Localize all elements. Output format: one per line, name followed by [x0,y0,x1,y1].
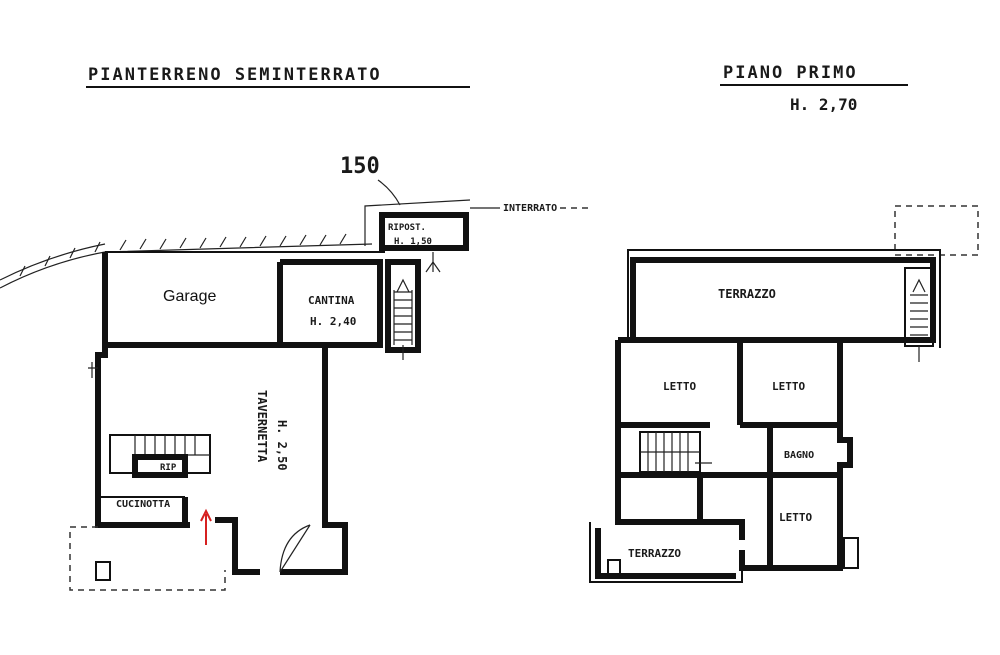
taverna-bottom-wall [215,517,260,575]
first-floor-height: H. 2,70 [790,95,857,114]
level-note: 150 [340,154,380,179]
terrazzo-bottom-outer [589,522,743,583]
terrazzo-bottom-label: TERRAZZO [628,547,681,560]
section-mark-left [88,362,98,378]
entry-arrow-head [200,508,212,522]
cucina-label: CUCINOTTA [116,499,170,510]
first-floor-stair-treads [640,432,700,472]
ripost-height: H. 1,50 [394,237,432,247]
taverna-left-wall [95,345,190,528]
taverna-door-swing [279,524,311,573]
terrazzo-stair-treads [910,294,928,336]
letto-3-label: LETTO [779,511,812,524]
ground-floor-plan: PIANTERRENO SEMINTERRATO 150 INTERRATO R… [0,65,590,591]
terrazzo-top-inner [630,257,936,343]
side-stair-treads [393,290,413,345]
cantina-outline [280,259,383,348]
terrain-line-upper [0,243,106,281]
letto-2-label: LETTO [772,380,805,393]
terrazzo-stair-arrow [912,278,926,293]
first-floor-plan: PIANO PRIMO H. 2,70 TERRAZZO [589,63,979,583]
rip-room [132,454,188,478]
cantina-height: H. 2,40 [310,315,356,328]
taverna-label: TAVERNETTA [255,390,269,463]
taverna-height: H. 2,50 [275,420,289,471]
taverna-right-wall [280,345,348,575]
garage-label: Garage [163,288,216,305]
interrato-label: INTERRATO [503,203,557,214]
ground-external-fixture [95,561,111,581]
ripost-axis-arrow [425,260,441,273]
first-floor-dashed-area [894,205,979,256]
side-stair-block [385,259,421,353]
interrato-wall-line [364,199,471,246]
taverna-door-leaf [279,524,311,573]
terrain-hatching [19,233,347,277]
first-floor-title: PIANO PRIMO [723,63,858,83]
ground-floor-title: PIANTERRENO SEMINTERRATO [88,65,382,85]
first-floor-outer-wall-left [615,340,745,540]
inner-stair-treads [134,435,210,456]
ripost-room [379,212,469,251]
cantina-label: CANTINA [308,294,355,307]
level-note-leader [377,179,401,206]
bagno-label: BAGNO [784,450,814,461]
terrazzo-bottom-fixture [607,559,621,575]
ground-external-area [69,526,226,591]
letto-1-label: LETTO [663,380,696,393]
first-floor-corner-fixture [843,537,859,569]
first-floor-outer-wall-right [618,337,853,571]
terrazzo-bottom-inner [595,528,736,579]
terrazzo-top-label: TERRAZZO [718,287,776,301]
side-stair-arrow [396,278,410,293]
rip-label: RIP [160,463,177,473]
ripost-label: RIPOST. [388,223,426,233]
terrain-line [0,243,373,289]
terrazzo-top-outline [627,249,941,348]
